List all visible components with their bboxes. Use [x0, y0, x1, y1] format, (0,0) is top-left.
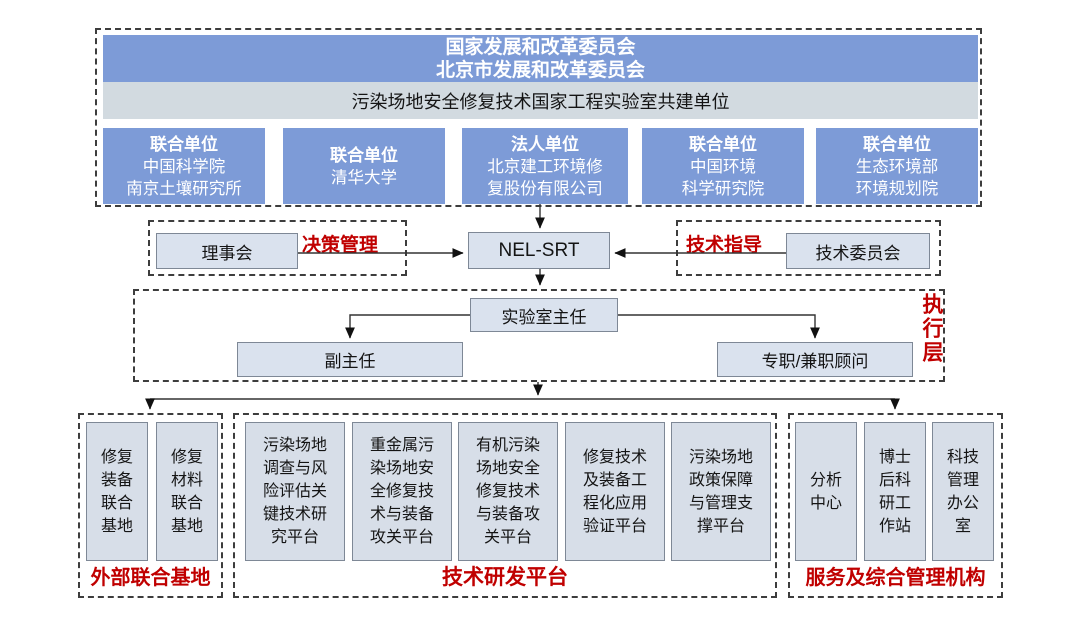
base-box-equipment: 修复 装备 联合 基地: [86, 422, 148, 561]
unit-name: 清华大学: [331, 168, 397, 187]
deputy-director-box: 副主任: [237, 342, 463, 377]
unit-box-caep: 联合单位 生态环境部 环境规划院: [816, 128, 978, 204]
lab-director-box: 实验室主任: [470, 298, 618, 332]
unit-box-bceer: 法人单位 北京建工环境修 复股份有限公司: [462, 128, 628, 204]
unit-role: 联合单位: [863, 134, 931, 154]
cofounders-section: [95, 28, 982, 207]
unit-box-craes: 联合单位 中国环境 科学研究院: [642, 128, 804, 204]
service-box-postdoc-station: 博士 后科 研工 作站: [864, 422, 926, 561]
advisors-label: 专职/兼职顾问: [761, 352, 869, 371]
tech-committee-label: 技术委员会: [815, 243, 901, 263]
platform-box-policy: 污染场地 政策保障 与管理支 撑平台: [671, 422, 771, 561]
technical-guidance-label: 技术指导: [686, 235, 763, 256]
unit-role: 联合单位: [330, 145, 398, 165]
services-label: 服务及综合管理机构: [805, 567, 986, 589]
services-section: 服务及综合管理机构: [788, 413, 1003, 598]
council-box: 理事会: [156, 233, 298, 269]
service-box-tech-office: 科技 管理 办公 室: [932, 422, 994, 561]
platform-box-heavy-metal: 重金属污 染场地安 全修复技 术与装备 攻关平台: [352, 422, 452, 561]
executive-layer-section: [133, 289, 945, 382]
lab-cofounders-bar: 污染场地安全修复技术国家工程实验室共建单位: [103, 82, 978, 119]
unit-role: 法人单位: [511, 134, 579, 154]
unit-name: 中国环境 科学研究院: [681, 157, 765, 198]
council-group: [148, 220, 407, 276]
lab-cofounders-text: 污染场地安全修复技术国家工程实验室共建单位: [351, 91, 730, 112]
ndrc-header-box: 国家发展和改革委员会 北京市发展和改革委员会: [103, 35, 978, 82]
base-box-materials: 修复 材料 联合 基地: [156, 422, 218, 561]
council-label: 理事会: [201, 243, 253, 263]
platform-box-organic: 有机污染 场地安全 修复技术 与装备攻 关平台: [458, 422, 558, 561]
unit-role: 联合单位: [689, 134, 757, 154]
platform-box-engineering: 修复技术 及装备工 程化应用 验证平台: [565, 422, 665, 561]
tech-committee-group: [676, 220, 941, 276]
nel-srt-box: NEL-SRT: [468, 232, 610, 269]
rd-platforms-label: 技术研发平台: [442, 566, 568, 589]
nel-srt-label: NEL-SRT: [498, 239, 580, 261]
external-bases-section: 外部联合基地: [78, 413, 223, 598]
decision-management-label: 决策管理: [302, 235, 379, 256]
executive-layer-label: 执行层: [920, 293, 943, 365]
platform-box-investigation: 污染场地 调查与风 险评估关 键技术研 究平台: [245, 422, 345, 561]
lab-director-label: 实验室主任: [501, 307, 587, 327]
external-bases-label: 外部联合基地: [90, 567, 211, 589]
unit-box-cas-nanjing: 联合单位 中国科学院 南京土壤研究所: [103, 128, 265, 204]
unit-box-tsinghua: 联合单位 清华大学: [283, 128, 445, 204]
unit-name: 生态环境部 环境规划院: [855, 157, 939, 198]
rd-platforms-section: 技术研发平台: [233, 413, 777, 598]
unit-name: 北京建工环境修 复股份有限公司: [487, 157, 603, 198]
ndrc-line1: 国家发展和改革委员会: [445, 36, 636, 58]
unit-name: 中国科学院 南京土壤研究所: [126, 157, 242, 198]
ndrc-line2: 北京市发展和改革委员会: [435, 59, 645, 81]
service-box-analysis-center: 分析 中心: [795, 422, 857, 561]
deputy-director-label: 副主任: [324, 352, 376, 371]
tech-committee-box: 技术委员会: [786, 233, 930, 269]
unit-role: 联合单位: [150, 134, 218, 154]
advisors-box: 专职/兼职顾问: [717, 342, 913, 377]
